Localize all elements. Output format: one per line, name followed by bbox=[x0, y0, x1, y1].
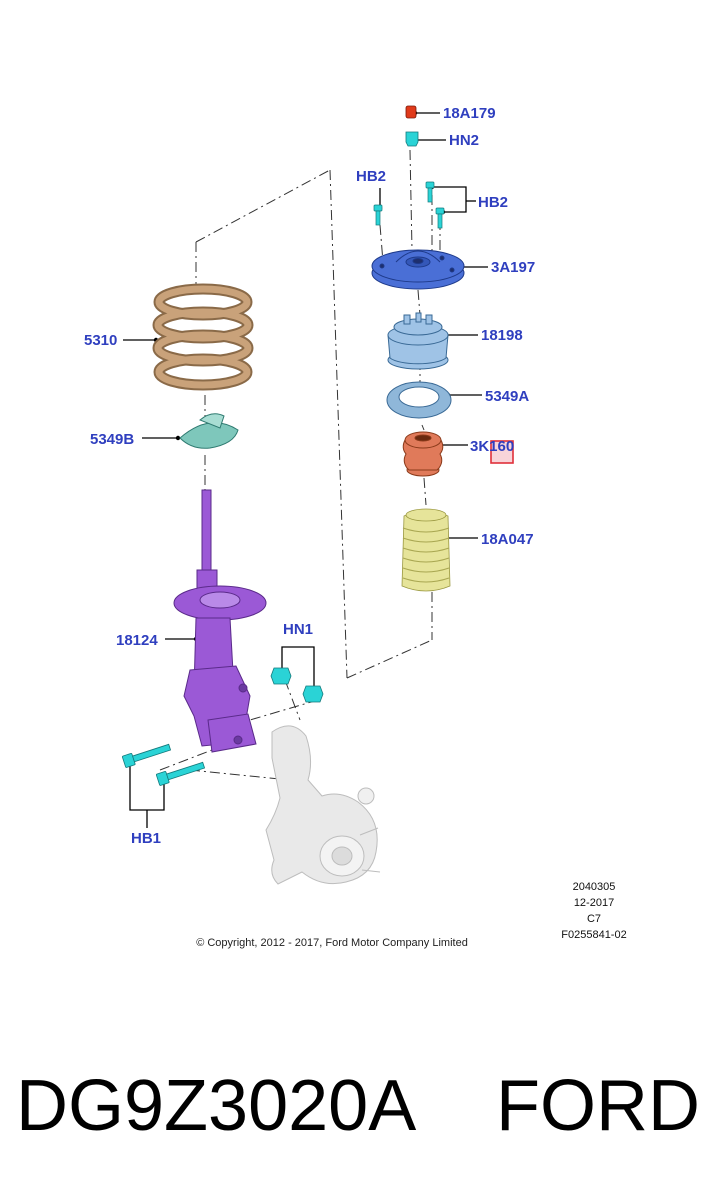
label-3k160: 3K160 bbox=[470, 438, 514, 455]
label-3a197: 3A197 bbox=[491, 259, 535, 276]
dust-boot-18a047 bbox=[401, 508, 451, 592]
copyright-notice: © Copyright, 2012 - 2017, Ford Motor Com… bbox=[196, 937, 468, 949]
label-5349b: 5349B bbox=[90, 431, 134, 448]
nuts-hn1 bbox=[270, 667, 324, 703]
top-nut-18a179 bbox=[405, 105, 417, 119]
drawing-code: 2040305 bbox=[573, 881, 616, 893]
coil-spring-5310 bbox=[152, 283, 254, 391]
drawing-date: 12-2017 bbox=[574, 897, 614, 909]
top-mount-3a197 bbox=[371, 249, 465, 290]
label-hb2-right: HB2 bbox=[478, 194, 508, 211]
label-5349a: 5349A bbox=[485, 388, 529, 405]
label-hb1: HB1 bbox=[131, 830, 161, 847]
label-18198: 18198 bbox=[481, 327, 523, 344]
drawing-figure: F0255841-02 bbox=[561, 929, 626, 941]
lower-spring-seat-5349b bbox=[179, 413, 239, 449]
nut-hn2 bbox=[405, 131, 419, 147]
bolts-hb1 bbox=[122, 743, 206, 786]
leader-dots bbox=[127, 110, 451, 785]
part-number: DG9Z3020A bbox=[16, 1066, 416, 1146]
highlight-box bbox=[490, 440, 514, 464]
callout-labels: 18A179 HN2 HB2 HB2 3A197 18198 5349A 3K1… bbox=[84, 105, 535, 847]
spring-seat-5349a bbox=[386, 381, 452, 419]
label-5310: 5310 bbox=[84, 332, 117, 349]
bolts-hb2 bbox=[373, 181, 445, 229]
drawing-rev: C7 bbox=[587, 913, 601, 925]
label-18a047: 18A047 bbox=[481, 531, 534, 548]
label-hn2: HN2 bbox=[449, 132, 479, 149]
leader-lines bbox=[123, 112, 488, 828]
strut-18124 bbox=[173, 489, 267, 753]
isolator-18198 bbox=[387, 312, 449, 370]
drawing-info: 2040305 12-2017 C7 F0255841-02 bbox=[561, 881, 626, 941]
label-18a179: 18A179 bbox=[443, 105, 496, 122]
brand-name: FORD bbox=[496, 1066, 700, 1146]
bump-stop-3k160 bbox=[402, 431, 444, 477]
label-18124: 18124 bbox=[116, 632, 158, 649]
steering-knuckle bbox=[265, 725, 381, 885]
label-hn1: HN1 bbox=[283, 621, 313, 638]
label-hb2-left: HB2 bbox=[356, 168, 386, 185]
